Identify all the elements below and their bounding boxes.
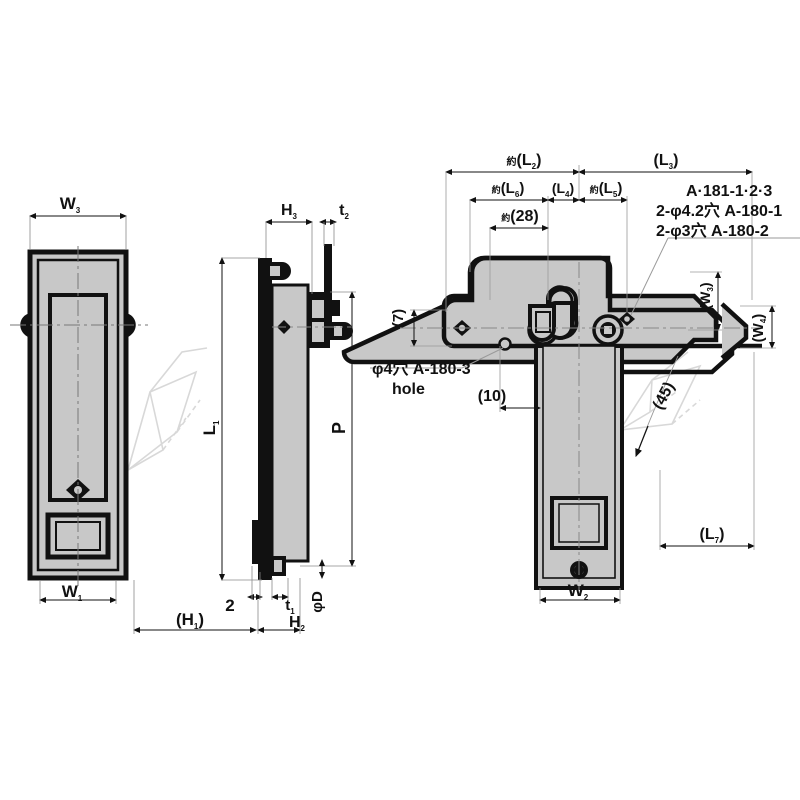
side-view <box>252 244 353 580</box>
plan-angle-45 <box>635 355 679 458</box>
plan-dimension-10 <box>499 346 541 412</box>
plan-top-profile <box>441 255 735 375</box>
dim-label-t2: t2 <box>339 202 349 221</box>
dim-label-h3: H3 <box>281 202 298 221</box>
dim-label-l6: 約(L6) <box>492 180 525 199</box>
side-lock-cylinder <box>308 292 353 348</box>
dim-label-w2: W2 <box>568 581 589 602</box>
plan-dimension-l7 <box>659 352 755 550</box>
plan-hole-a180-3 <box>498 337 512 351</box>
dim-label-w3-plan: (W3) <box>697 282 715 309</box>
plan-bottom-profile <box>441 312 762 349</box>
plan-centerlines <box>400 262 760 590</box>
side-body <box>270 283 310 563</box>
dim-label-l3: (L3) <box>654 152 679 171</box>
side-bottom-tab <box>252 520 260 564</box>
plan-cam-detail <box>528 285 579 342</box>
plan-dimension-7 <box>410 309 452 347</box>
dim-label-28: 約(28) <box>501 208 538 225</box>
ghost-artwork-right <box>618 351 702 431</box>
dim-label-p: P <box>329 422 349 434</box>
plan-view <box>341 255 762 590</box>
dim-label-h2: H2 <box>289 614 306 633</box>
dim-label-l2: 約(L2) <box>507 152 542 171</box>
plan-dimensions-top <box>445 165 753 312</box>
dim-label-phid: φD <box>309 591 326 613</box>
dim-label-2: 2 <box>225 596 234 615</box>
ghost-artwork-left <box>126 347 208 473</box>
front-centerlines <box>10 246 148 586</box>
annotation-part-series: A·181-1·2·3 <box>686 183 772 200</box>
plan-tapered-tip <box>720 302 749 360</box>
plan-bushing-right <box>592 314 624 346</box>
side-vertical-rod <box>324 244 332 336</box>
annotation-hole-a180-2: 2-φ3穴 A-180-2 <box>656 221 769 240</box>
side-view-dimensions <box>133 219 356 634</box>
side-face-plate <box>258 258 272 580</box>
annotation-hole-word: hole <box>392 381 425 398</box>
front-view <box>10 246 148 586</box>
dim-label-w1: W1 <box>62 582 83 603</box>
dim-label-t1: t1 <box>285 597 295 616</box>
dim-label-10: (10) <box>478 388 506 405</box>
annotation-hole-a180-3: φ4穴 A-180-3 <box>372 359 471 378</box>
dim-label-7: (7) <box>390 309 407 327</box>
dim-label-l7: (L7) <box>700 526 725 545</box>
annotation-hole-a180-1: 2-φ4.2穴 A-180-1 <box>656 201 782 220</box>
side-top-hardware <box>266 258 291 284</box>
annotation-leaders <box>370 237 800 369</box>
dim-label-l1: L1 <box>200 420 221 435</box>
dim-label-w4-plan: (W4) <box>750 314 768 343</box>
plan-dimensions-right <box>688 271 776 349</box>
leader-a180-3 <box>461 347 504 369</box>
dim-label-l5: 約(L5) <box>590 180 623 199</box>
dim-label-h1: (H1) <box>176 610 204 631</box>
dim-label-l4: (L4) <box>552 180 574 199</box>
plan-dimension-w2 <box>539 588 621 604</box>
leader-a180-group <box>630 237 669 316</box>
front-view-dimensions <box>29 213 127 604</box>
dim-label-w3: W3 <box>60 194 81 215</box>
